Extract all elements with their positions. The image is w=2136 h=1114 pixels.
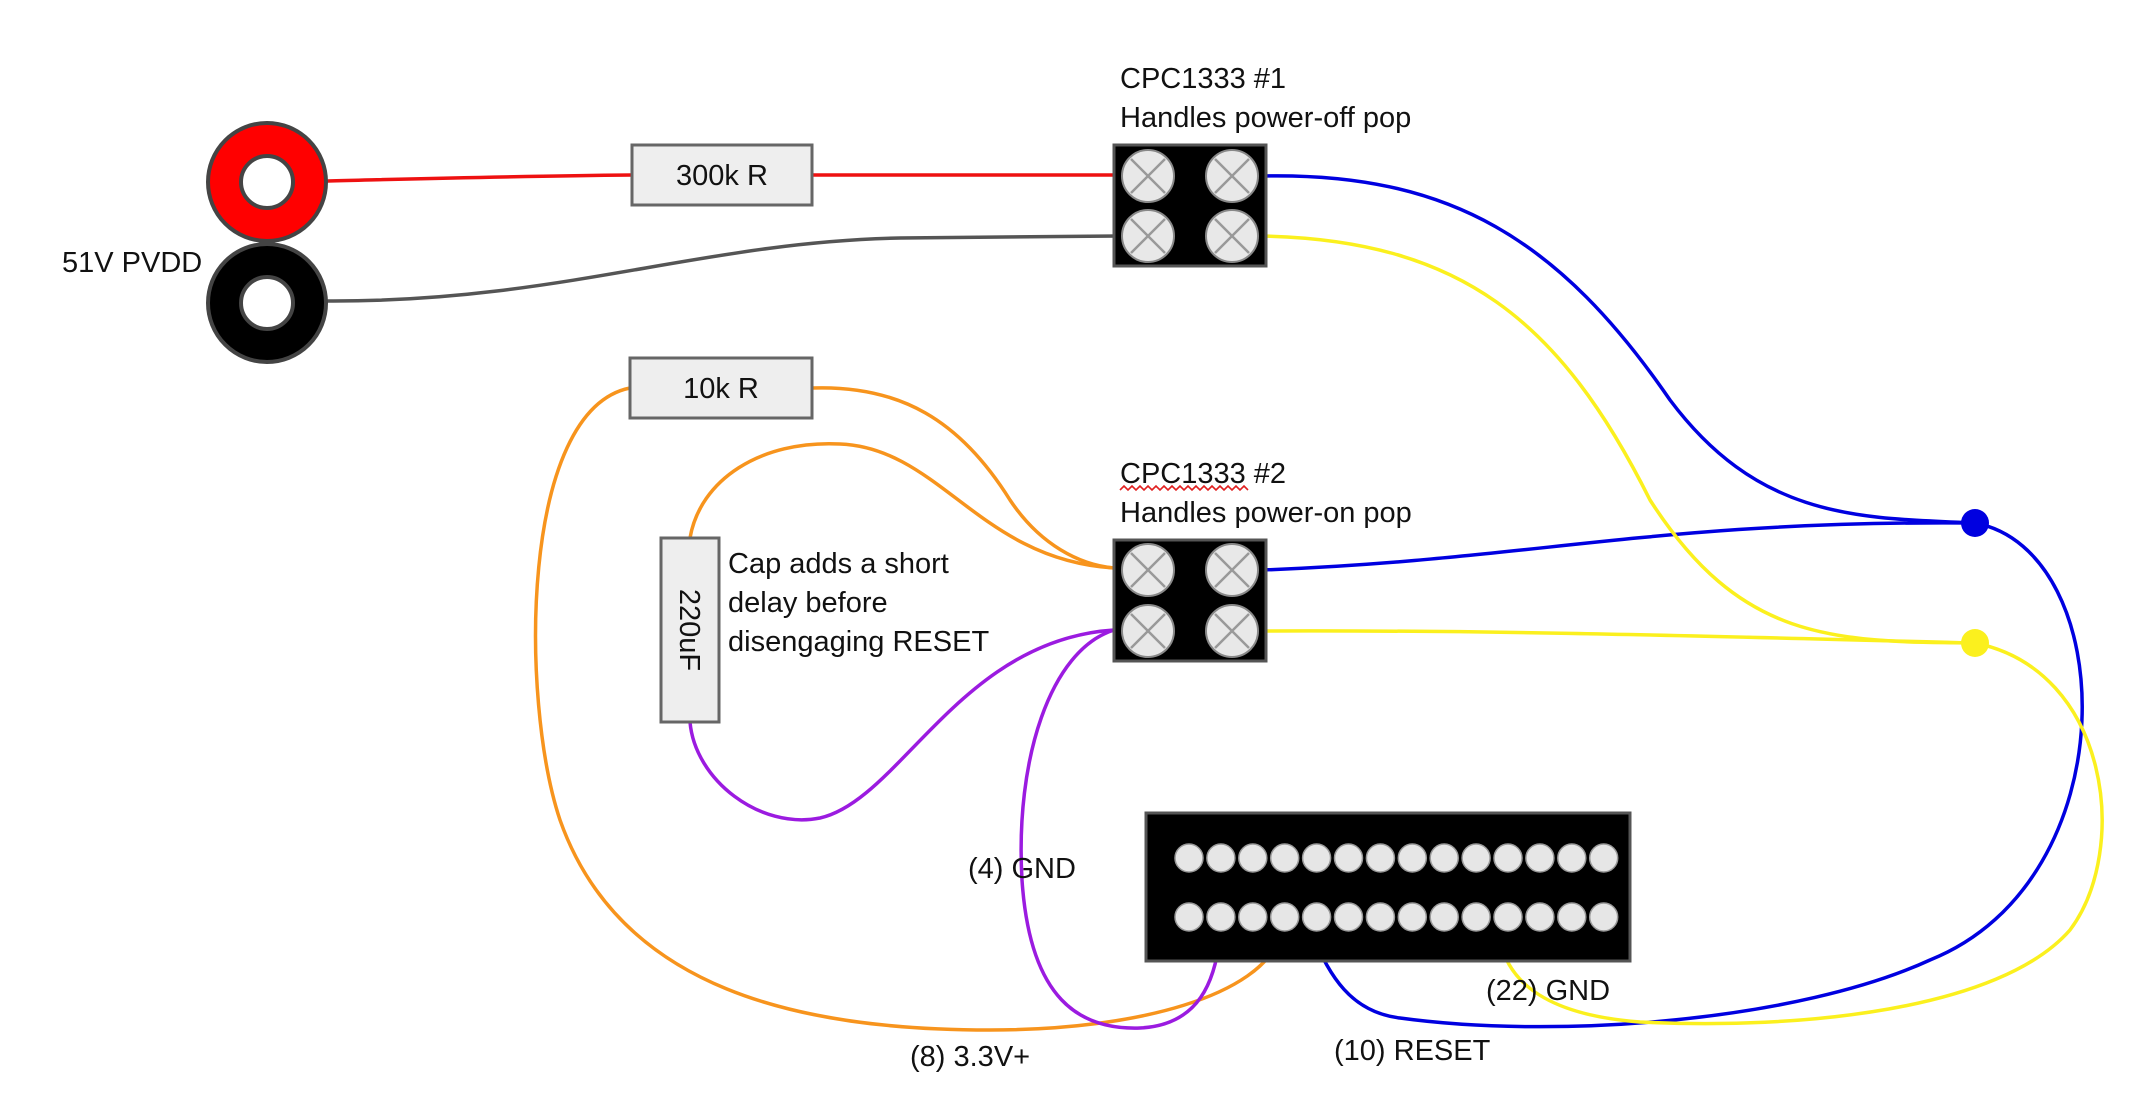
header-pin [1269, 843, 1300, 873]
blue-wire-relay1-to-junction [1260, 174, 1977, 525]
orange-wire-resistor-to-33v-pin [533, 386, 1282, 1032]
terminal-black [206, 242, 328, 364]
spellcheck-squiggle [1119, 484, 1249, 492]
header-pin [1525, 843, 1555, 873]
relay1-title: CPC1333 #1 [1120, 63, 1286, 95]
relay2-pin-4 [1205, 604, 1259, 658]
header-pin [1301, 902, 1332, 932]
cap-note-line2: delay before [728, 587, 888, 619]
blue-wire-junction-to-reset-pin [1311, 521, 2084, 1029]
header-pin [1461, 902, 1491, 932]
header-pin [1493, 843, 1523, 873]
purple-wire-capacitor-to-relay2 [688, 628, 1116, 822]
header-pin [1333, 902, 1364, 932]
blue-junction-dot [1961, 509, 1989, 537]
yellow-wire-relay2-to-junction [1260, 629, 1977, 645]
header-pin [1429, 843, 1459, 873]
relay1-pin-2 [1205, 149, 1259, 203]
header-pins [1174, 843, 1619, 932]
capacitor-220uf: 220uF [659, 536, 721, 724]
yellow-junction-dot [1961, 629, 1989, 657]
capacitor-label: 220uF [673, 589, 705, 671]
pin-gnd-4-label: (4) GND [968, 853, 1076, 885]
purple-wire-relay2-to-gnd-pin [1019, 628, 1222, 1030]
relay1-desc: Handles power-off pop [1120, 102, 1411, 134]
header-pin [1365, 902, 1396, 932]
relay2-desc: Handles power-on pop [1120, 497, 1412, 529]
yellow-wire-junction-to-gnd-pin [1498, 641, 2104, 1026]
pin-33v-8-label: (8) 3.3V+ [910, 1041, 1030, 1073]
dark-wire-terminal-to-relay1 [326, 234, 1120, 303]
header-pin [1429, 902, 1459, 932]
header-pin [1269, 902, 1300, 932]
relay2-title: CPC1333 #2 [1120, 458, 1286, 490]
pin-header [1144, 811, 1632, 963]
header-pin [1333, 843, 1364, 873]
resistor-10k: 10k R [628, 356, 814, 420]
relay1-pin-1 [1121, 149, 1175, 203]
orange-wire-capacitor-to-relay2 [688, 442, 1116, 570]
header-pin [1461, 843, 1491, 873]
relay-2 [1112, 538, 1268, 663]
header-pin [1525, 902, 1555, 932]
header-pin [1238, 843, 1268, 873]
resistor-10k-label: 10k R [683, 373, 759, 405]
blue-wire-relay2-to-junction [1260, 521, 1977, 572]
relay2-pin-2 [1205, 543, 1259, 597]
header-pin [1588, 902, 1619, 932]
resistor-300k-label: 300k R [676, 160, 768, 192]
yellow-wire-relay1-to-junction [1260, 234, 1977, 645]
header-pin [1493, 902, 1523, 932]
relay-1 [1112, 143, 1268, 268]
header-pin [1557, 843, 1587, 873]
orange-wire-resistor-to-relay2 [810, 386, 1116, 570]
terminal-red [206, 121, 328, 243]
relay2-pin-3 [1121, 604, 1175, 658]
cap-note-line1: Cap adds a short [728, 548, 949, 580]
pin-gnd-22-label: (22) GND [1486, 975, 1610, 1007]
pin-reset-10-label: (10) RESET [1334, 1035, 1491, 1067]
header-pin [1206, 902, 1236, 932]
relay2-pin-1 [1121, 543, 1175, 597]
relay1-pin-4 [1205, 209, 1259, 263]
header-pin [1588, 843, 1619, 873]
header-pin [1397, 843, 1428, 873]
header-pin [1557, 902, 1587, 932]
resistor-300k: 300k R [630, 143, 814, 207]
header-pin [1238, 902, 1268, 932]
header-pin [1397, 902, 1428, 932]
header-pin [1206, 843, 1236, 873]
pvdd-label: 51V PVDD [62, 247, 202, 279]
header-pin [1174, 902, 1204, 932]
header-pin [1174, 843, 1204, 873]
header-pin [1365, 843, 1396, 873]
relay1-pin-3 [1121, 209, 1175, 263]
red-wire-terminal-to-resistor [326, 173, 634, 183]
header-pin [1301, 843, 1332, 873]
cap-note-line3: disengaging RESET [728, 626, 989, 658]
